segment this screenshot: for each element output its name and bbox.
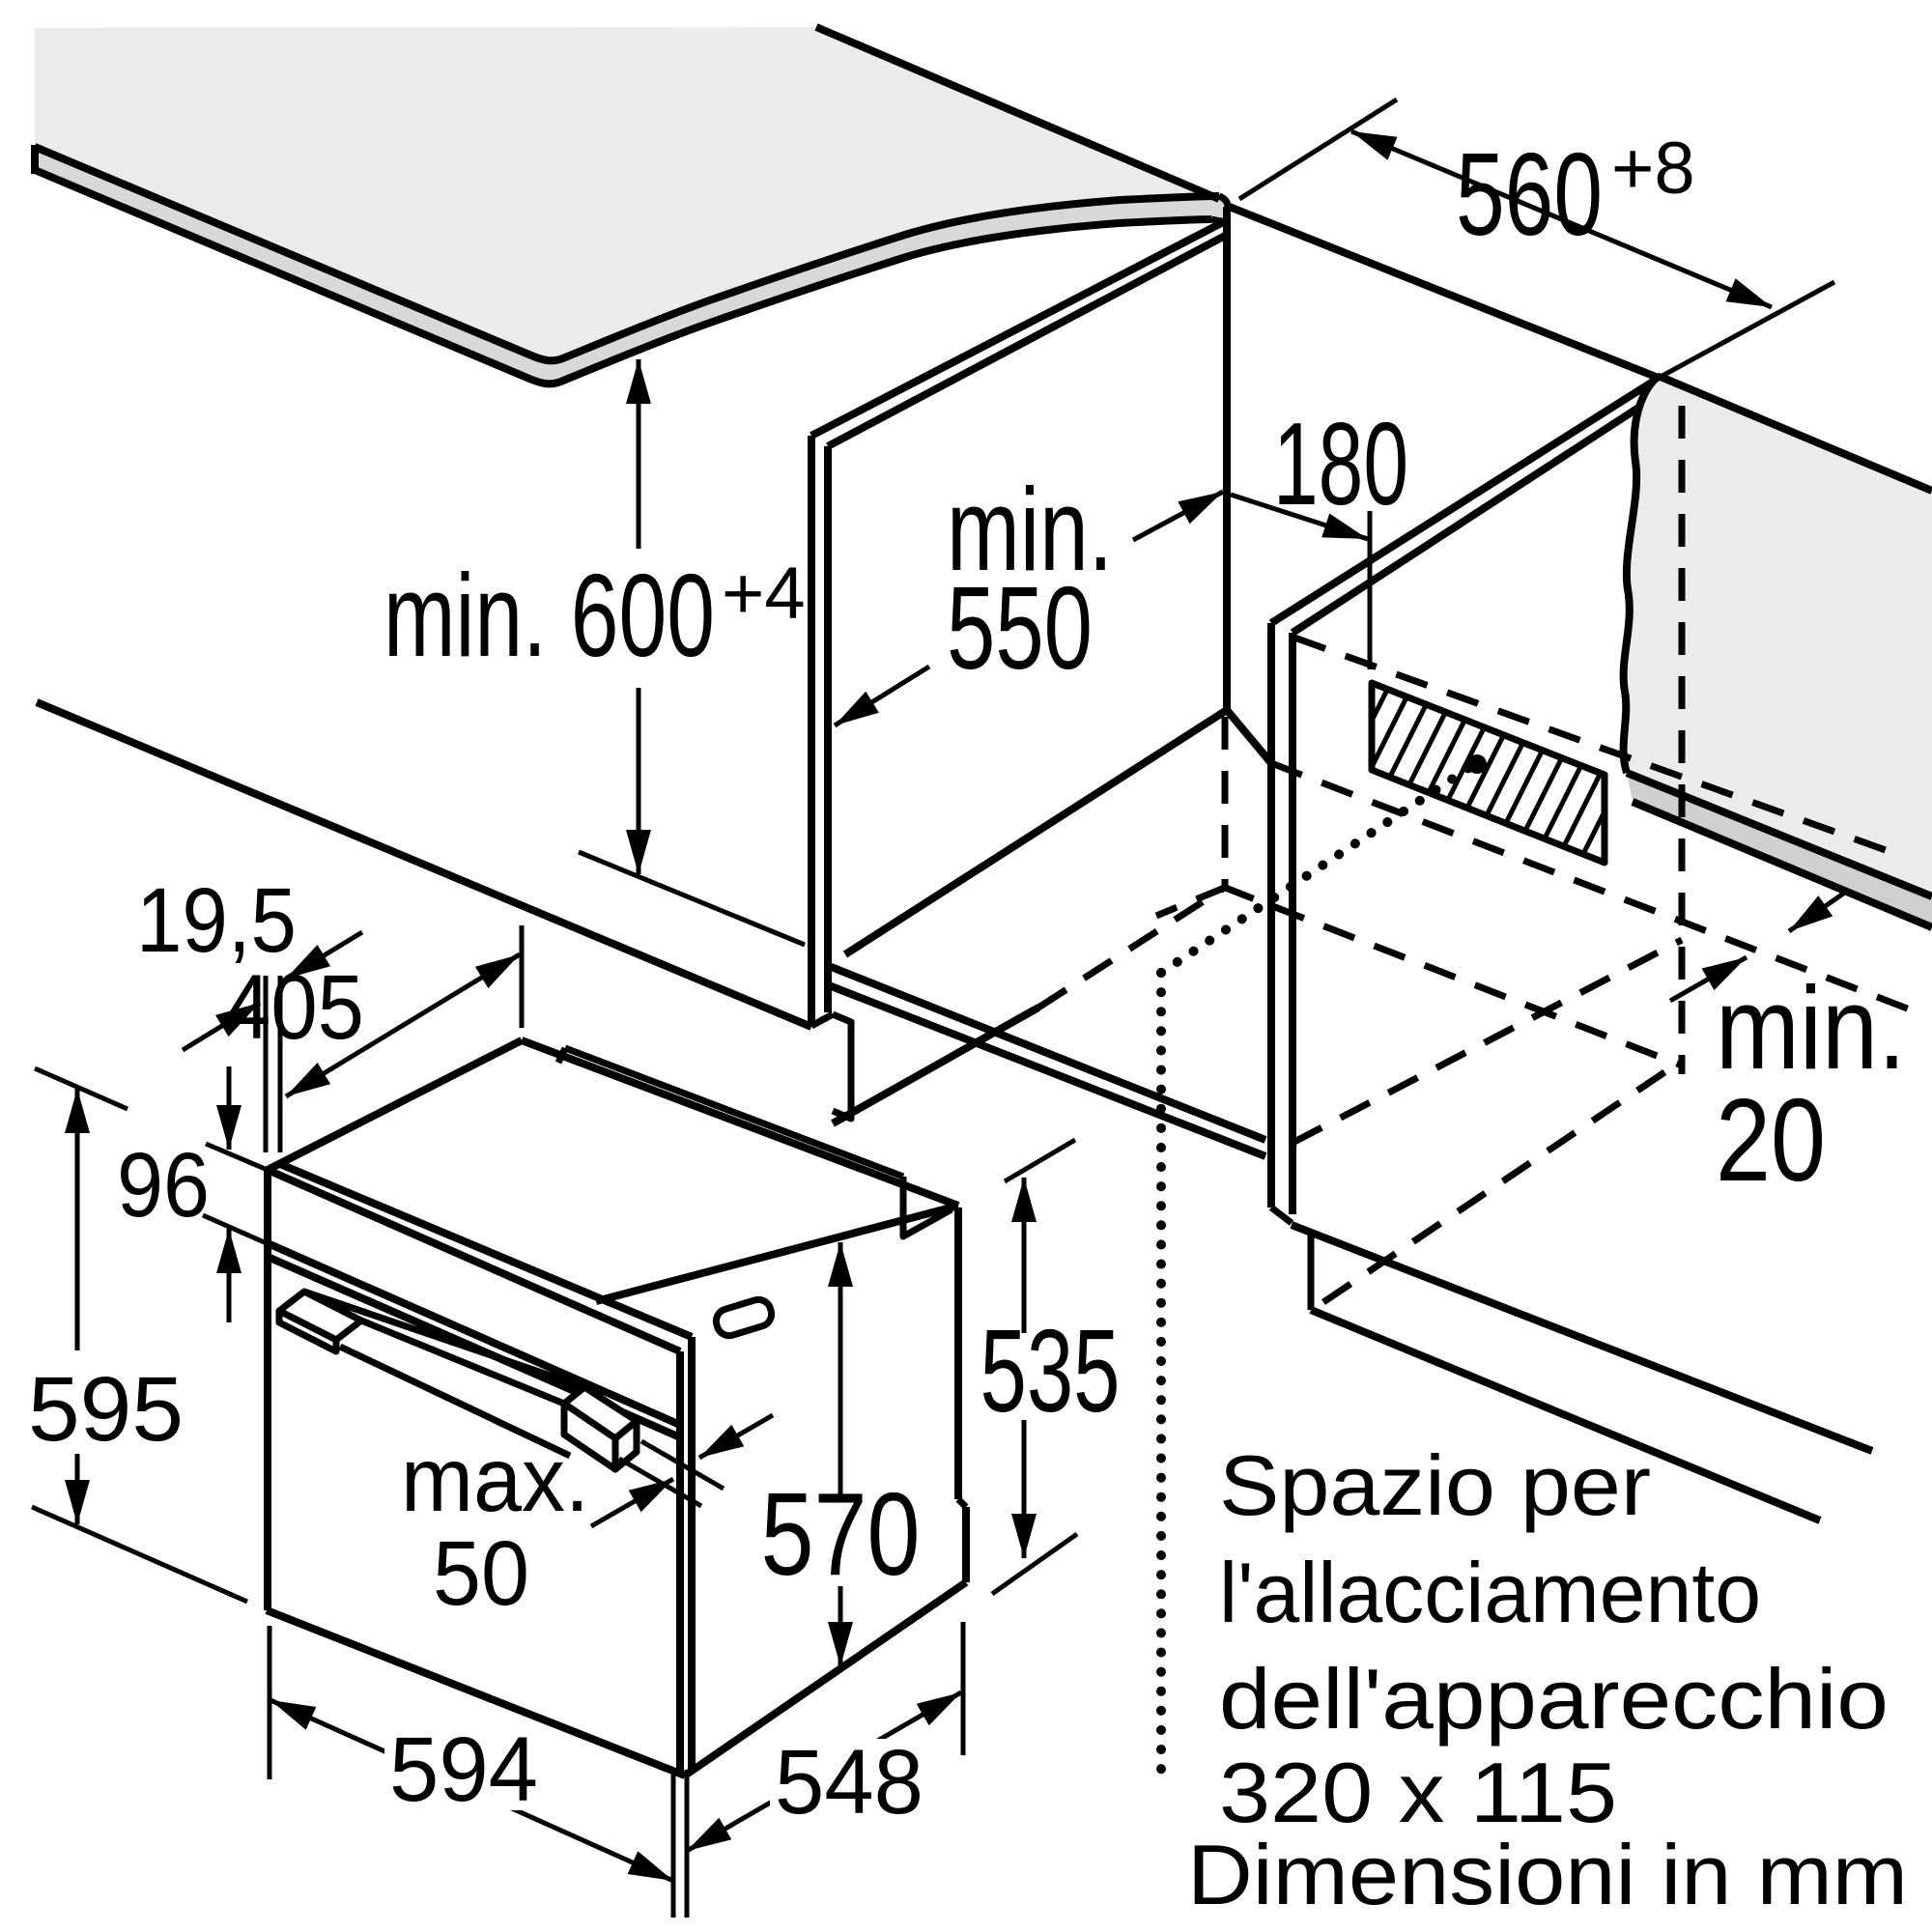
svg-text:594: 594 <box>389 1719 538 1821</box>
svg-text:405: 405 <box>224 956 364 1059</box>
svg-text:min.: min. <box>1716 962 1906 1094</box>
svg-text:180: 180 <box>1273 398 1408 529</box>
svg-text:min. 600: min. 600 <box>384 550 715 681</box>
svg-text:+4: +4 <box>722 553 806 635</box>
svg-text:560: 560 <box>1456 128 1603 260</box>
svg-text:96: 96 <box>117 1134 210 1236</box>
svg-text:50: 50 <box>433 1522 529 1625</box>
svg-text:Spazio per: Spazio per <box>1219 1437 1651 1533</box>
svg-text:dell'apparecchio: dell'apparecchio <box>1219 1651 1889 1747</box>
svg-text:max.: max. <box>401 1429 589 1531</box>
svg-text:+8: +8 <box>1611 128 1695 210</box>
svg-text:min.: min. <box>947 464 1113 595</box>
svg-text:320 x 115: 320 x 115 <box>1219 1745 1617 1840</box>
svg-text:Dimensioni in mm: Dimensioni in mm <box>1187 1827 1908 1922</box>
svg-text:570: 570 <box>761 1468 921 1600</box>
svg-text:l'allacciamento: l'allacciamento <box>1219 1545 1761 1640</box>
svg-text:550: 550 <box>947 562 1093 694</box>
svg-text:548: 548 <box>775 1731 923 1833</box>
svg-text:535: 535 <box>980 1305 1121 1436</box>
svg-text:20: 20 <box>1716 1074 1826 1206</box>
svg-text:19,5: 19,5 <box>136 869 297 972</box>
svg-text:595: 595 <box>28 1358 184 1461</box>
